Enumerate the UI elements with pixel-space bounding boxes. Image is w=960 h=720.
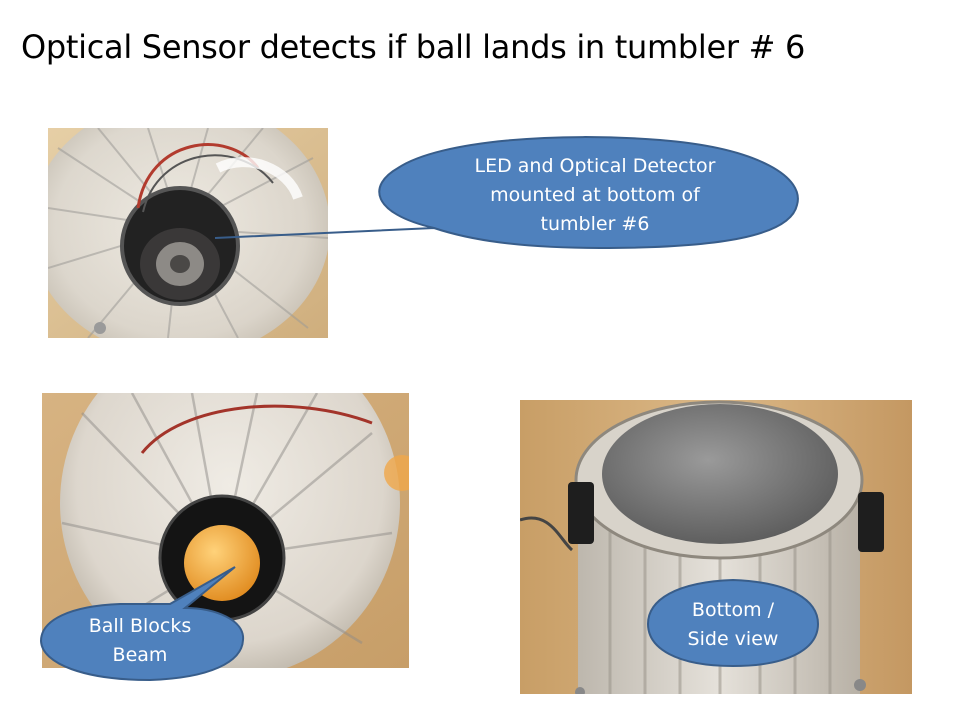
slide-title: Optical Sensor detects if ball lands in … — [21, 28, 806, 66]
tumbler-sensor-photo — [48, 128, 328, 338]
callout-line: Side view — [687, 628, 779, 650]
callout-line: LED and Optical Detector — [474, 155, 716, 177]
callout-line: Bottom / — [691, 599, 775, 621]
callout-line: tumbler #6 — [540, 213, 650, 235]
callout-bottom-side-text: Bottom / Side view — [660, 596, 806, 654]
callout-line: mounted at bottom of — [490, 184, 700, 206]
callout-line: Beam — [112, 644, 168, 666]
callout-led-detector-text: LED and Optical Detector mounted at bott… — [420, 152, 770, 239]
callout-line: Ball Blocks — [88, 615, 192, 637]
callout-ball-blocks-text: Ball Blocks Beam — [55, 612, 225, 670]
